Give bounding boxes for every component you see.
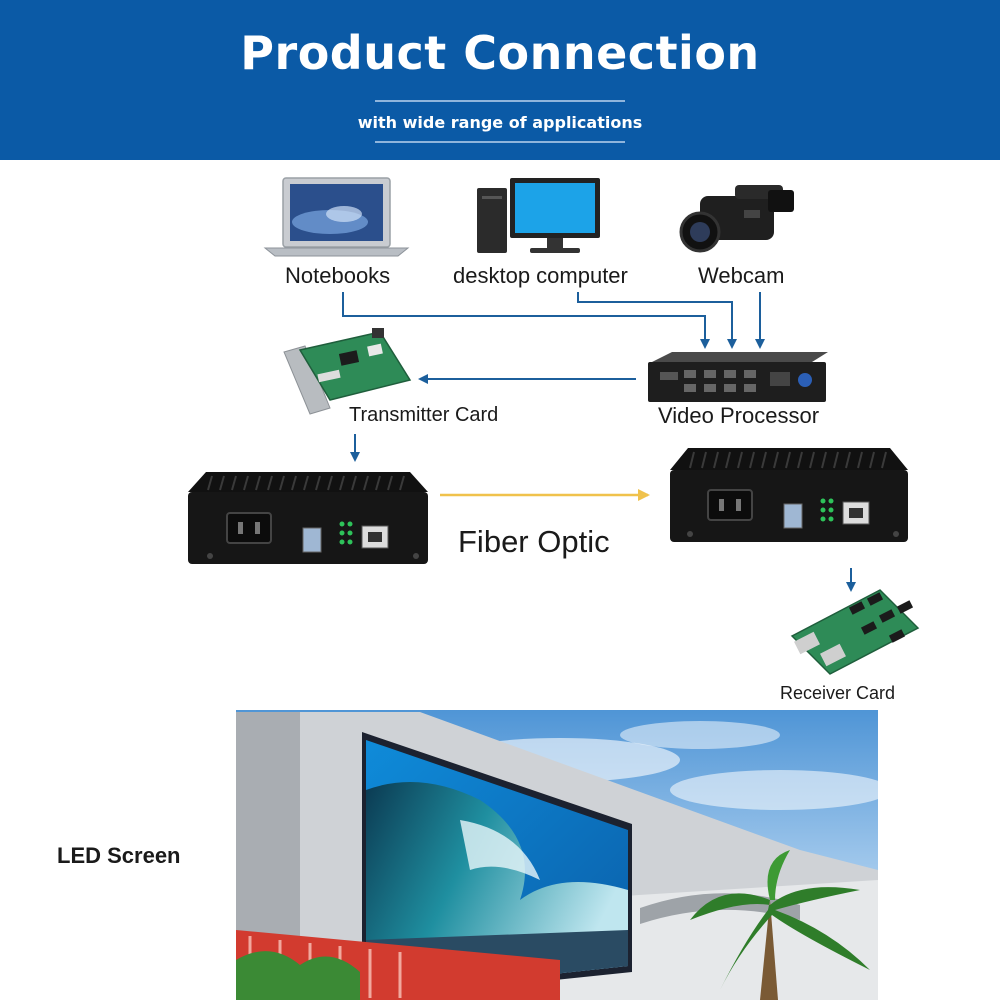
- label-desktop-computer: desktop computer: [453, 263, 628, 288]
- label-led-screen: LED Screen: [57, 843, 181, 868]
- page-subtitle: with wide range of applications: [357, 113, 643, 132]
- media-converter-right-icon: [670, 448, 908, 542]
- desktop-to-processor-arrow: [577, 292, 737, 349]
- notebooks-to-processor-arrow: [342, 292, 710, 349]
- led-screen-photo: [236, 710, 890, 1000]
- transmitter-card-icon: [283, 328, 412, 415]
- receiver-card-icon: [790, 589, 920, 675]
- label-webcam: Webcam: [698, 263, 785, 288]
- label-transmitter-card: Transmitter Card: [349, 404, 499, 426]
- page-title: Product Connection: [240, 26, 760, 80]
- video-processor-icon: [648, 352, 828, 402]
- divider-bottom: [375, 141, 625, 143]
- label-notebooks: Notebooks: [285, 263, 391, 288]
- divider-top: [375, 100, 625, 102]
- label-video-processor: Video Processor: [658, 403, 820, 428]
- label-receiver-card: Receiver Card: [780, 683, 896, 703]
- media-converter-left-icon: [188, 472, 428, 564]
- notebook-icon: [263, 177, 410, 257]
- desktop-computer-icon: [477, 178, 600, 253]
- label-fiber-optic: Fiber Optic: [458, 524, 610, 559]
- webcam-icon: [679, 185, 794, 253]
- header-banner: Product Connection with wide range of ap…: [0, 0, 1000, 160]
- connection-lines: [342, 292, 856, 592]
